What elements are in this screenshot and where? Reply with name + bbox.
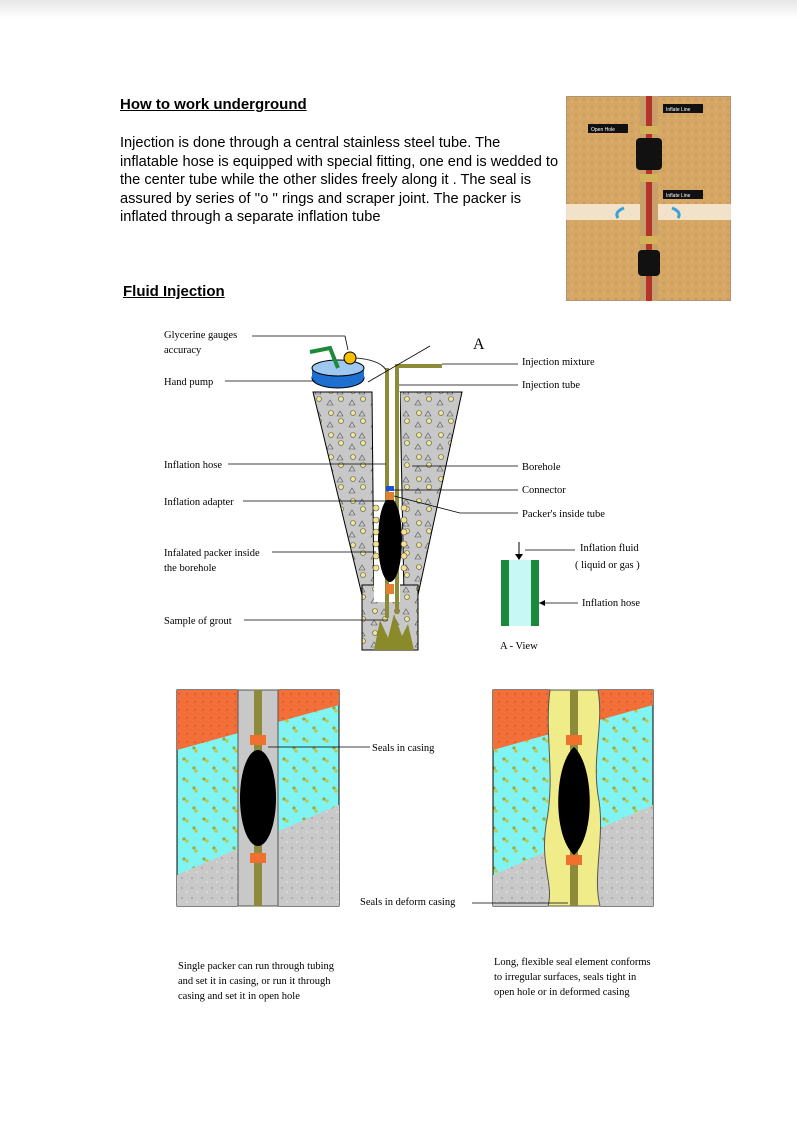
label-inside-tube: Packer's inside tube: [522, 509, 605, 520]
packer-comparison-figure: Seals in casing Seals in deform casing S…: [176, 689, 654, 1002]
label-grout: Sample of grout: [164, 616, 232, 627]
label-a-view-caption: A - View: [500, 641, 538, 652]
right-caption-line-3: open hole or in deformed casing: [494, 987, 630, 998]
photo-label-open-hole: Open Hole: [591, 127, 615, 133]
photo-label-inflate-line-1: Inflate Line: [666, 107, 691, 113]
section-heading-fluid-injection: Fluid Injection: [123, 283, 225, 300]
label-a-view-hose: Inflation hose: [582, 598, 640, 609]
label-connector: Connector: [522, 485, 566, 496]
left-caption-line-1: Single packer can run through tubing: [178, 961, 335, 972]
label-injection-mixture: Injection mixture: [522, 357, 595, 368]
label-inflation-fluid-2: ( liquid or gas ): [575, 560, 640, 571]
packer-photo: Inflate Line Open Hole Inflate Line: [566, 96, 731, 301]
callout-seals-in-casing: Seals in casing: [372, 743, 435, 754]
label-inflation-hose: Inflation hose: [164, 460, 222, 471]
label-injection-tube: Injection tube: [522, 380, 580, 391]
label-inflation-adapter: Inflation adapter: [164, 497, 234, 508]
left-caption-line-3: casing and set it in open hole: [178, 991, 300, 1002]
diagram-marker-a: A: [473, 336, 485, 353]
intro-paragraph: Injection is done through a central stai…: [120, 135, 559, 225]
window-top-bar: [0, 0, 797, 18]
right-caption-line-2: to irregular surfaces, seals tight in: [494, 972, 637, 983]
label-borehole: Borehole: [522, 462, 561, 473]
label-gauges-2: accuracy: [164, 345, 202, 356]
photo-label-inflate-line-2: Inflate Line: [666, 193, 691, 199]
label-gauges-1: Glycerine gauges: [164, 330, 237, 341]
left-caption-line-2: and set it in casing, or run it through: [178, 976, 331, 987]
fluid-injection-diagram: A Glycerine gauges accuracy Hand pump In…: [164, 330, 640, 652]
label-inflation-fluid-1: Inflation fluid: [580, 543, 639, 554]
callout-seals-in-deform-casing: Seals in deform casing: [360, 897, 456, 908]
label-packer-2: the borehole: [164, 563, 217, 574]
right-caption-line-1: Long, flexible seal element conforms: [494, 957, 651, 968]
label-hand-pump: Hand pump: [164, 377, 213, 388]
section-heading-underground: How to work underground: [120, 96, 307, 113]
label-packer-1: Infalated packer inside: [164, 548, 260, 559]
